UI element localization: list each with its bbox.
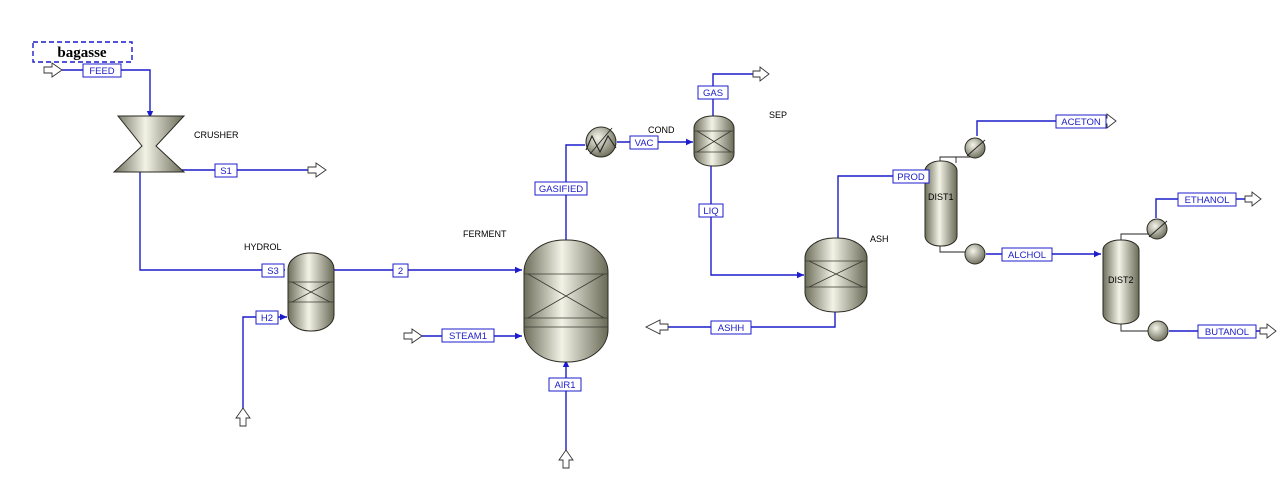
dist1-reboiler[interactable] — [964, 243, 986, 265]
sep-label: SEP — [769, 110, 787, 120]
hollow-arrow-icon[interactable] — [644, 319, 669, 335]
stream-prod-line[interactable] — [837, 172, 925, 240]
boundary-arrows — [43, 62, 1277, 469]
crusher-unit[interactable] — [112, 115, 186, 173]
tag-gasified-label: GASIFIED — [539, 184, 583, 195]
hollow-arrow-icon[interactable] — [1244, 191, 1262, 207]
tag-butanol[interactable]: BUTANOL — [1197, 324, 1257, 339]
tag-ashh-label: ASHH — [718, 323, 745, 334]
ferment-reactor[interactable] — [523, 239, 609, 363]
hollow-arrow-icon[interactable] — [307, 162, 327, 178]
stream-h2-line[interactable] — [242, 313, 287, 414]
cond-label: COND — [648, 125, 675, 135]
dist1-condenser[interactable] — [964, 137, 986, 159]
hydrol-reactor[interactable] — [287, 252, 335, 332]
tag-vac[interactable]: VAC — [629, 135, 659, 150]
tag-h2[interactable]: H2 — [255, 310, 279, 325]
tag-liq-label: LIQ — [703, 206, 718, 217]
tag-gas-label: GAS — [703, 88, 723, 99]
tag-steam1-label: STEAM1 — [449, 331, 487, 342]
tag-aceton[interactable]: ACETON — [1055, 114, 1107, 129]
crusher-label: CRUSHER — [194, 130, 239, 140]
hollow-arrow-icon[interactable] — [403, 328, 423, 344]
tag-gas[interactable]: GAS — [697, 85, 729, 100]
tag-s3[interactable]: S3 — [261, 263, 285, 278]
ferment-label: FERMENT — [463, 229, 507, 239]
tag-s1-label: S1 — [220, 166, 232, 177]
diagram-title[interactable]: bagasse — [32, 41, 133, 63]
tag-prod-label: PROD — [897, 172, 925, 183]
dist2-column[interactable] — [1102, 239, 1140, 325]
hydrol-label: HYDROL — [244, 242, 282, 252]
dist2-condenser[interactable] — [1146, 218, 1168, 240]
hollow-arrow-icon[interactable] — [752, 66, 770, 82]
tag-2-label: 2 — [398, 266, 403, 277]
stream-tags: FEED S1 S3 H2 2 STEAM1 AIR1 GASIFIED — [82, 63, 1257, 392]
tag-ashh[interactable]: ASHH — [710, 320, 752, 335]
hollow-arrow-icon[interactable] — [558, 449, 574, 469]
stream-liq-line[interactable] — [710, 166, 804, 279]
stream-s3-line[interactable] — [139, 172, 285, 274]
tag-vac-label: VAC — [635, 138, 654, 149]
stream-gas-line[interactable] — [712, 73, 753, 116]
tag-butanol-label: BUTANOL — [1205, 327, 1249, 338]
tag-air1-label: AIR1 — [554, 380, 575, 391]
tag-alchol-label: ALCHOL — [1008, 250, 1046, 261]
tag-air1[interactable]: AIR1 — [548, 377, 582, 392]
tag-h2-label: H2 — [261, 313, 273, 324]
ash-label: ASH — [870, 234, 889, 244]
tag-steam1[interactable]: STEAM1 — [441, 328, 495, 343]
stream-gasified-line[interactable] — [565, 144, 585, 240]
tag-s3-label: S3 — [267, 266, 279, 277]
ash-reactor[interactable] — [804, 237, 868, 313]
diagram-title-text: bagasse — [57, 45, 107, 61]
dist2-reboiler[interactable] — [1147, 320, 1169, 342]
dist1-label: DIST1 — [928, 192, 954, 202]
tag-aceton-label: ACETON — [1061, 117, 1101, 128]
sep-vessel[interactable] — [693, 115, 735, 167]
tag-feed-label: FEED — [89, 66, 114, 77]
tag-ethanol[interactable]: ETHANOL — [1177, 192, 1237, 207]
dist1-column[interactable] — [924, 160, 958, 247]
hollow-arrow-icon[interactable] — [1259, 323, 1277, 339]
block-labels: CRUSHER HYDROL FERMENT COND SEP ASH DIST… — [194, 110, 1134, 285]
hollow-arrow-icon[interactable] — [235, 407, 251, 427]
dist2-label: DIST2 — [1108, 275, 1134, 285]
tag-ethanol-label: ETHANOL — [1185, 195, 1230, 206]
tag-feed[interactable]: FEED — [82, 63, 122, 78]
tag-s1[interactable]: S1 — [214, 163, 238, 178]
tag-gasified[interactable]: GASIFIED — [534, 181, 588, 196]
tag-alchol[interactable]: ALCHOL — [1001, 247, 1053, 262]
hollow-arrow-icon[interactable] — [43, 62, 63, 78]
tag-2[interactable]: 2 — [392, 263, 409, 278]
tag-prod[interactable]: PROD — [892, 169, 930, 184]
tag-liq[interactable]: LIQ — [698, 203, 724, 218]
cond-heat-exchanger[interactable] — [585, 126, 617, 158]
